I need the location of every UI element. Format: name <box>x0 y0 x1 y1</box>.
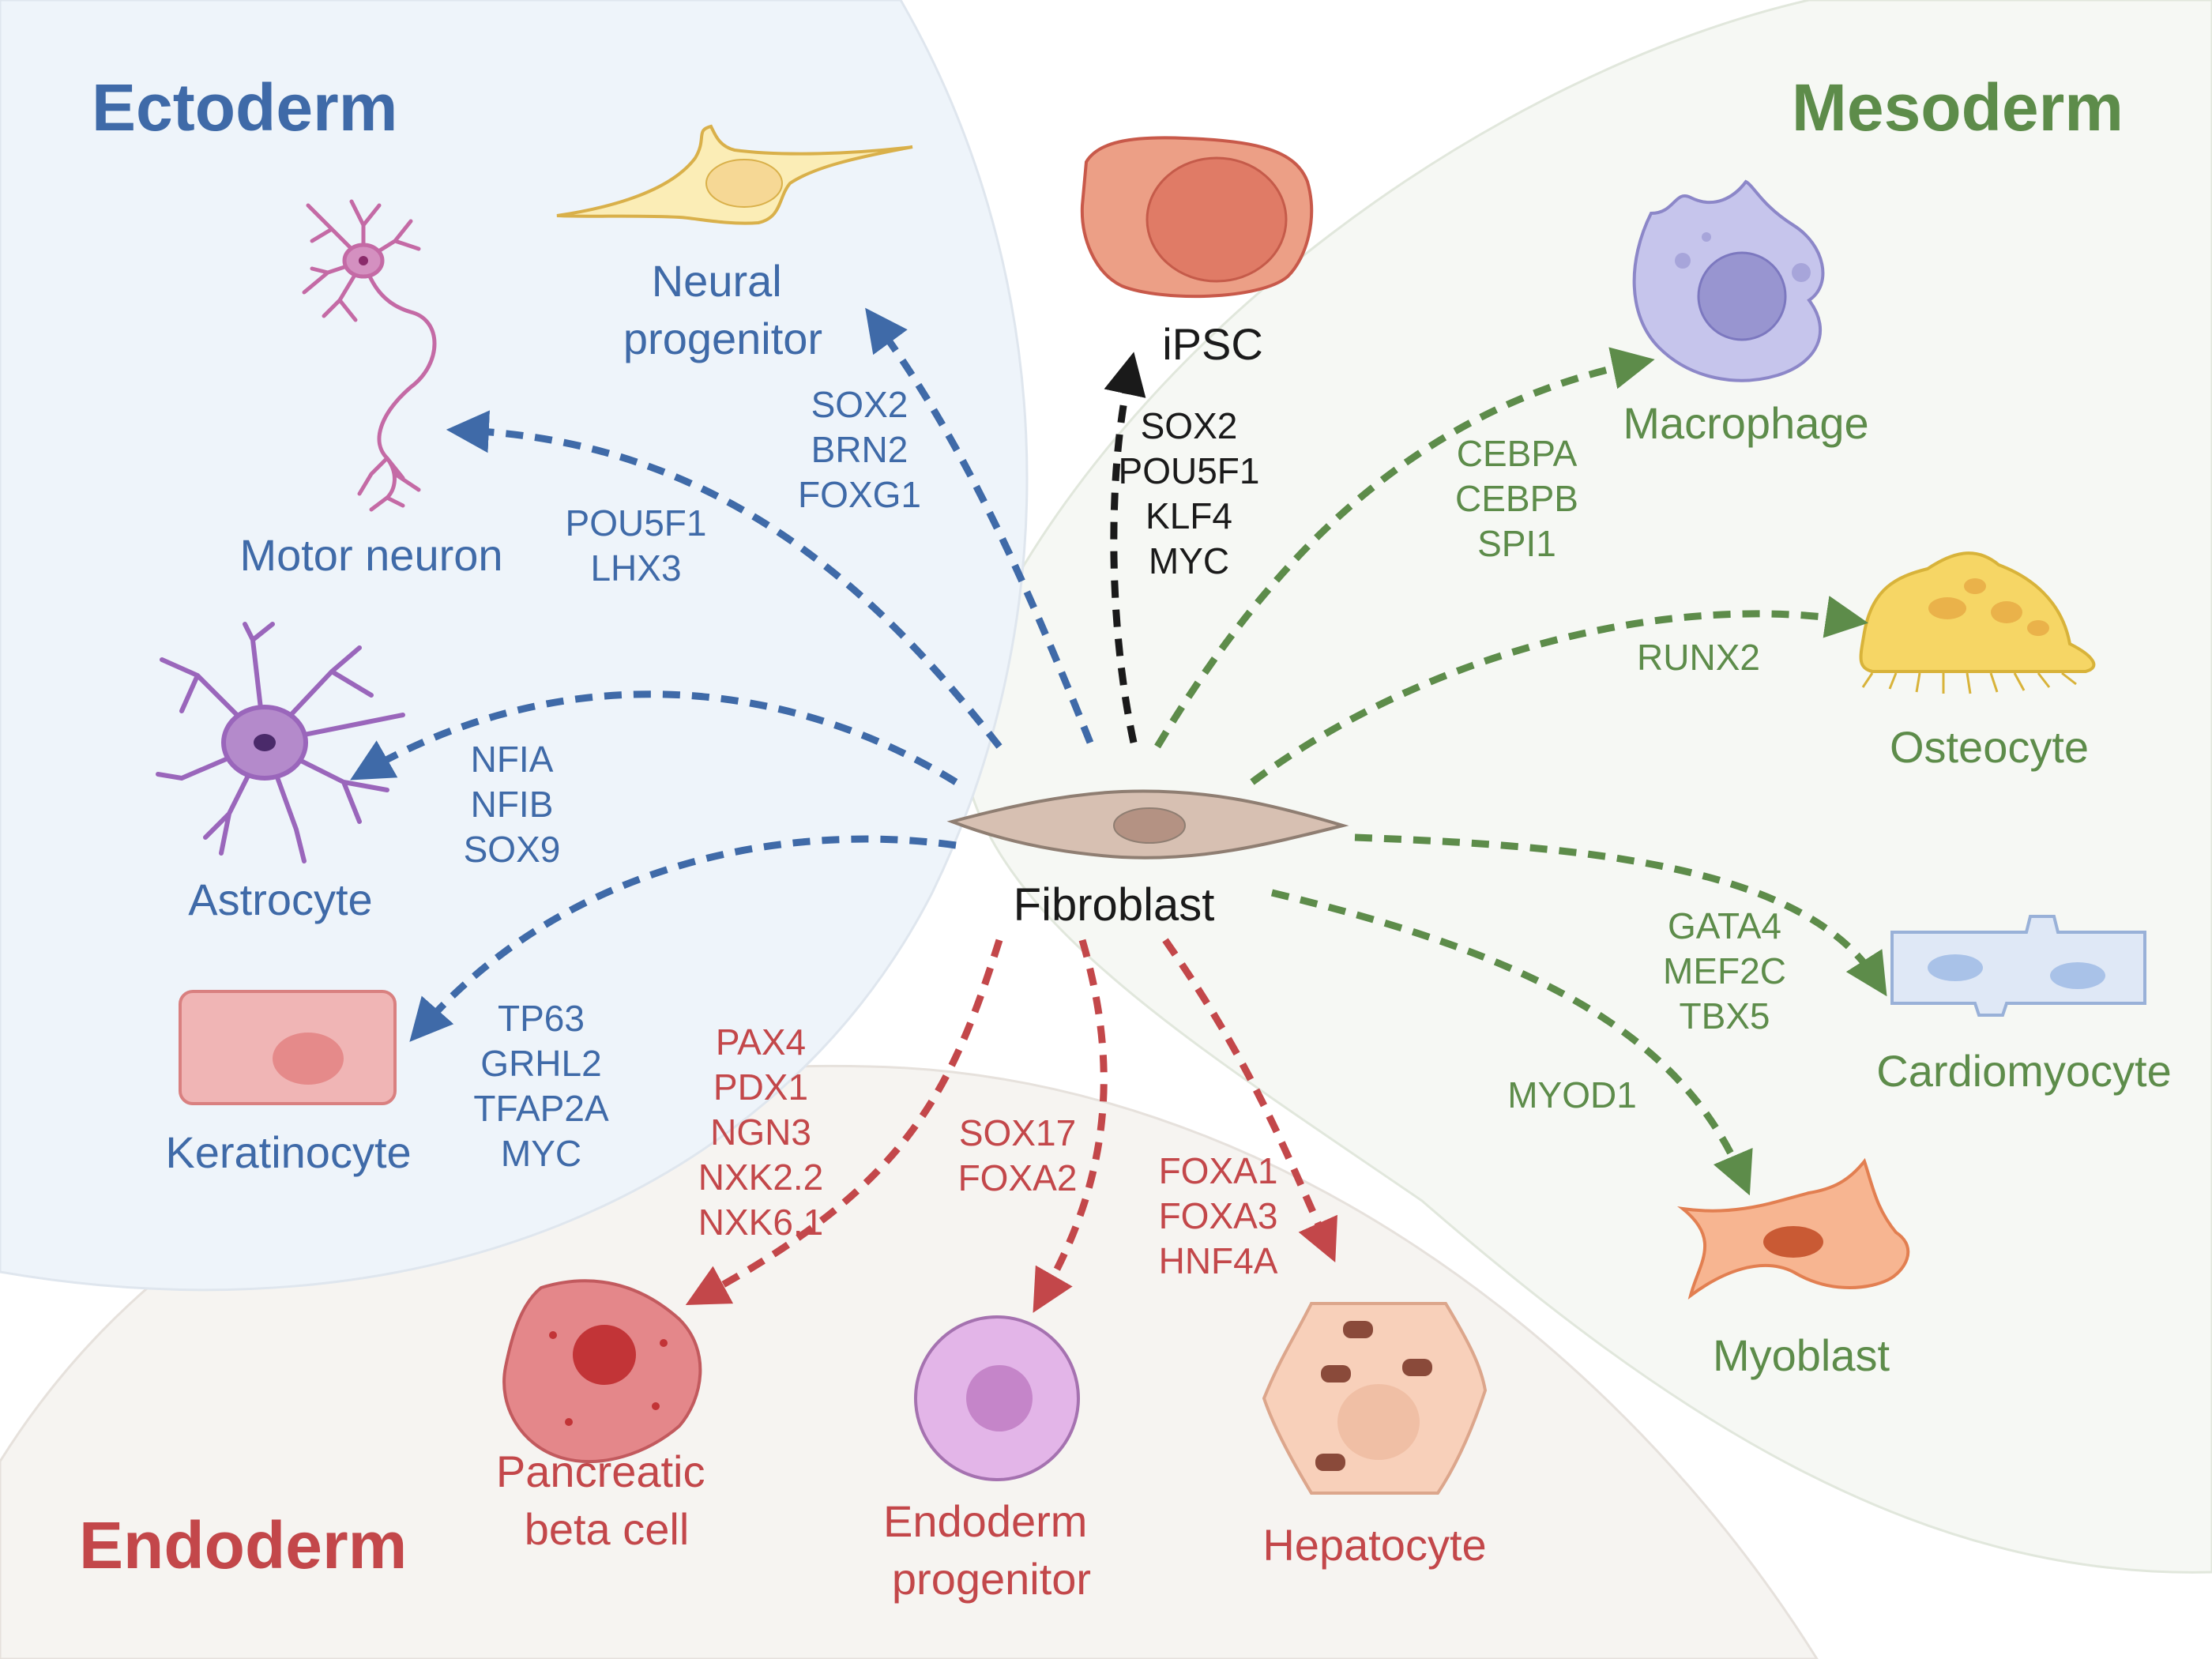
keratinocyte-factor: TFAP2A <box>473 1088 609 1129</box>
motor-neuron-factor: LHX3 <box>590 547 681 589</box>
astrocyte-factor: NFIB <box>471 784 554 825</box>
astrocyte-label: Astrocyte <box>188 875 372 924</box>
pancreatic-beta-cell-factor: NGN3 <box>710 1112 811 1153</box>
endoderm-title: Endoderm <box>79 1508 407 1582</box>
pancreatic-beta-cell-factor: PAX4 <box>716 1021 806 1063</box>
osteocyte-factors: RUNX2 <box>1637 637 1760 678</box>
arrow-to-myoblast <box>1270 889 1753 1196</box>
pancreatic-beta-cell-factor: NXK6.1 <box>698 1202 824 1243</box>
neural-progenitor-label: Neural progenitor <box>623 256 822 363</box>
pancreatic-beta-cell-factor: NXK2.2 <box>698 1157 824 1198</box>
cardiomyocyte-factor: TBX5 <box>1679 995 1770 1036</box>
neural-progenitor-cell-icon <box>556 124 913 225</box>
ipsc-cell-icon <box>1080 136 1314 299</box>
macrophage-factor: SPI1 <box>1477 523 1556 564</box>
macrophage-cell-icon <box>1632 179 1825 382</box>
endoderm-progenitor-cell-icon <box>914 1315 1080 1481</box>
ipsc-factor: MYC <box>1149 540 1229 581</box>
arrow-to-neural-progenitor <box>865 307 1094 744</box>
myoblast-factors: MYOD1 <box>1507 1074 1637 1115</box>
mesoderm-title: Mesoderm <box>1792 70 2124 145</box>
osteocyte-label: Osteocyte <box>1890 722 2089 772</box>
neural-progenitor-factors: SOX2 BRN2 FOXG1 <box>798 384 921 515</box>
motor-neuron-label: Motor neuron <box>239 530 502 580</box>
myoblast-factor: MYOD1 <box>1507 1074 1637 1115</box>
neural-progenitor-factor: FOXG1 <box>798 474 921 515</box>
macrophage-label: Macrophage <box>1623 398 1868 448</box>
cardiomyocyte-factor: GATA4 <box>1668 905 1781 946</box>
osteocyte-factor: RUNX2 <box>1637 637 1760 678</box>
keratinocyte-cell-icon <box>179 990 397 1105</box>
myoblast-label: Myoblast <box>1713 1330 1890 1380</box>
keratinocyte-factor: GRHL2 <box>480 1043 601 1084</box>
astrocyte-factors: NFIA NFIB SOX9 <box>464 739 561 870</box>
keratinocyte-factors: TP63 GRHL2 TFAP2A MYC <box>473 998 609 1174</box>
motor-neuron-factor: POU5F1 <box>566 502 707 544</box>
myoblast-cell-icon <box>1677 1157 1910 1300</box>
cardiomyocyte-cell-icon <box>1890 915 2146 1017</box>
ectoderm-title: Ectoderm <box>92 70 397 145</box>
arrow-to-pancreatic-beta-cell <box>685 939 1003 1305</box>
arrow-to-ipsc <box>1104 352 1146 743</box>
astrocyte-cell-icon <box>156 622 405 863</box>
motor-neuron-cell-icon <box>302 199 437 512</box>
fibroblast-label: Fibroblast <box>1014 879 1215 931</box>
cardiomyocyte-label: Cardiomyocyte <box>1876 1046 2171 1096</box>
ipsc-factor: POU5F1 <box>1119 450 1260 491</box>
hepatocyte-factor: FOXA1 <box>1159 1150 1278 1191</box>
astrocyte-factor: SOX9 <box>464 829 561 870</box>
arrow-to-astrocyte <box>350 690 958 785</box>
ipsc-label: iPSC <box>1162 319 1263 369</box>
hepatocyte-factors: FOXA1 FOXA3 HNF4A <box>1159 1150 1278 1281</box>
pancreatic-beta-cell-label: Pancreatic beta cell <box>496 1446 717 1554</box>
macrophage-factors: CEBPA CEBPB SPI1 <box>1455 433 1578 564</box>
ipsc-factor: SOX2 <box>1141 405 1238 446</box>
neural-progenitor-factor: BRN2 <box>811 429 908 470</box>
cardiomyocyte-factor: MEF2C <box>1663 950 1786 991</box>
motor-neuron-factors: POU5F1 LHX3 <box>566 502 707 589</box>
mesoderm-region <box>960 0 2212 1574</box>
pancreatic-beta-cell-icon <box>502 1279 702 1464</box>
astrocyte-factor: NFIA <box>471 739 554 780</box>
hepatocyte-factor: HNF4A <box>1159 1240 1278 1281</box>
keratinocyte-factor: TP63 <box>498 998 585 1039</box>
keratinocyte-factor: MYC <box>501 1133 581 1174</box>
hepatocyte-factor: FOXA3 <box>1159 1195 1278 1236</box>
pancreatic-beta-cell-factor: PDX1 <box>713 1066 808 1108</box>
pancreatic-beta-cell-factors: PAX4 PDX1 NGN3 NXK2.2 NXK6.1 <box>698 1021 824 1243</box>
arrow-to-endoderm-progenitor <box>1033 939 1108 1313</box>
arrow-to-hepatocyte <box>1162 938 1337 1263</box>
arrow-to-cardiomyocyte <box>1354 833 1887 997</box>
arrow-to-keratinocyte <box>409 835 957 1042</box>
arrow-to-osteocyte <box>1250 596 1868 785</box>
ipsc-factors: SOX2 POU5F1 KLF4 MYC <box>1119 405 1260 581</box>
endoderm-progenitor-label: Endoderm progenitor <box>883 1496 1100 1604</box>
cardiomyocyte-factors: GATA4 MEF2C TBX5 <box>1663 905 1786 1036</box>
neural-progenitor-factor: SOX2 <box>811 384 908 425</box>
arrow-to-macrophage <box>1154 347 1655 749</box>
keratinocyte-label: Keratinocyte <box>165 1127 411 1177</box>
fibroblast-cell-icon <box>946 789 1349 860</box>
endoderm-progenitor-factors: SOX17 FOXA2 <box>958 1112 1078 1198</box>
ectoderm-region <box>0 0 1029 1292</box>
macrophage-factor: CEBPA <box>1457 433 1578 474</box>
endoderm-progenitor-factor: FOXA2 <box>958 1157 1078 1198</box>
arrow-to-motor-neuron <box>446 410 1003 749</box>
ipsc-factor: KLF4 <box>1146 495 1232 536</box>
hepatocyte-cell-icon <box>1262 1302 1488 1495</box>
endoderm-progenitor-factor: SOX17 <box>959 1112 1076 1153</box>
hepatocyte-label: Hepatocyte <box>1262 1520 1486 1570</box>
osteocyte-cell-icon <box>1859 551 2096 694</box>
arrows <box>350 307 1887 1313</box>
macrophage-factor: CEBPB <box>1455 478 1578 519</box>
